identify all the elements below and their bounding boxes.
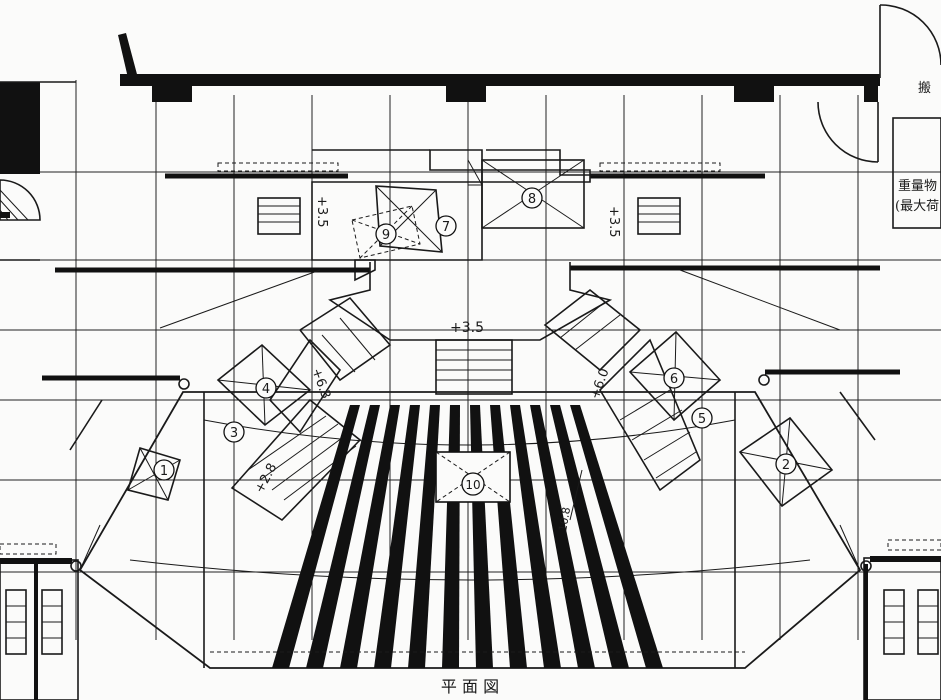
dimension-value: 10.8 [556, 506, 573, 532]
floor-stripe [570, 405, 663, 668]
mid-walls [42, 262, 900, 451]
top-right-door: 搬 重量物 (最大荷 [817, 4, 941, 229]
platform-5-marker: 5 [691, 407, 713, 429]
svg-text:3: 3 [230, 426, 238, 441]
level-top-right: +3.5 [606, 206, 621, 238]
svg-text:2: 2 [782, 458, 790, 473]
bottom-right-block [860, 539, 941, 700]
platform-3-marker: 3 [223, 421, 245, 443]
upper-small-stairs [257, 197, 681, 235]
edge-text-top: 搬 [918, 81, 931, 96]
floor-stripe [550, 405, 629, 668]
edge-note-1: 重量物 [898, 178, 937, 194]
svg-text:1: 1 [160, 464, 168, 479]
platform-1-marker: 1 [153, 459, 175, 481]
floor-stripe [306, 405, 380, 668]
bottom-dimension [210, 469, 745, 653]
floor-stripe [340, 405, 400, 668]
platform-markers: 1 2 3 4 5 6 7 8 [153, 187, 797, 496]
platform-4-marker: 4 [255, 377, 277, 399]
platform-6-marker: 6 [663, 367, 685, 389]
top-left-corner [0, 81, 76, 261]
svg-text:10: 10 [465, 478, 480, 492]
platform-7-marker: 7 [435, 215, 457, 237]
svg-text:7: 7 [442, 220, 450, 235]
level-lower-left: +2.8 [252, 461, 280, 496]
platform-8-marker: 8 [521, 187, 543, 209]
center-stairs [435, 339, 513, 395]
platform-10-marker: 10 [461, 472, 485, 496]
floor-stripes [272, 405, 663, 668]
svg-text:9: 9 [382, 228, 390, 243]
floor-stripe [530, 405, 595, 668]
floor-stripe [408, 405, 440, 668]
level-right-stair: +6.0 [588, 367, 613, 402]
drawing-caption: 平 面 図 [441, 677, 499, 696]
stage-outline [78, 391, 862, 669]
platform-2-marker: 2 [775, 453, 797, 475]
upper-stage-walls [165, 149, 765, 261]
level-center: +3.5 [450, 320, 484, 336]
bottom-left-block [0, 543, 82, 700]
edge-note-2: (最大荷 [895, 199, 939, 214]
top-outer-wall [118, 33, 880, 102]
platform-7-9-group [351, 185, 443, 282]
floor-stripe [374, 405, 420, 668]
svg-text:4: 4 [262, 382, 270, 397]
platform-9-marker: 9 [375, 223, 397, 245]
svg-text:8: 8 [528, 192, 536, 207]
svg-text:6: 6 [670, 372, 678, 387]
svg-text:5: 5 [698, 412, 706, 427]
level-top-left: +3.5 [314, 196, 329, 228]
floor-stripe [272, 405, 360, 668]
floor-stripe [510, 405, 561, 668]
